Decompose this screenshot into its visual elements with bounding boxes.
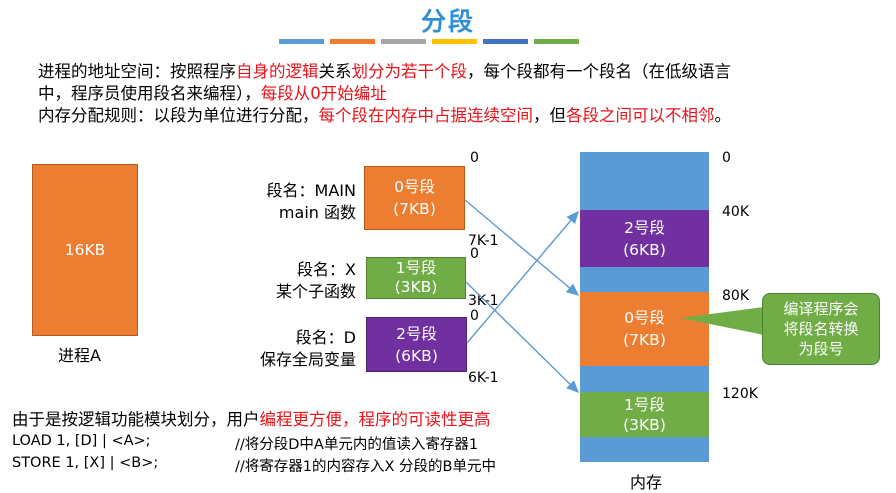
intro-text: ，每个段都有一个段名（在低级语言 [467,62,731,81]
memory-block-segment-2: 2号段 (6KB) [580,210,709,267]
decor-bar-1 [279,39,324,44]
segment-2-name-line1: 段名：D [295,328,356,347]
segment-0-name-line1: 段名：MAIN [266,181,356,200]
segment-1-box-title: 1号段 [395,259,437,277]
segment-2-name-line2: 保存全局变量 [259,350,356,369]
segment-1-box: 1号段 (3KB) [366,257,466,299]
arrow-segment-2 [466,210,579,344]
code-comment-2: //将寄存器1的内容存入X 分段的B单元中 [235,459,496,475]
intro-highlight: 每段从0开始编址 [260,84,387,103]
segment-1-name-line2: 某个子函数 [275,282,356,301]
memory-block-0-title: 0号段 [624,309,665,327]
memory-block-segment-0: 0号段 (7KB) [580,292,709,366]
callout-bubble: 编译程序会 将段名转换 为段号 [762,293,880,365]
memory-block-2-title: 2号段 [624,218,665,237]
segment-0-name: 段名：MAIN main 函数 [267,180,356,224]
bottom-summary: 由于是按逻辑功能模块划分，用户编程更方便，程序的可读性更高 [12,409,491,431]
callout-line-2: 将段名转换 [783,320,859,338]
process-a-block: 16KB [32,164,138,336]
intro-text: 。 [714,106,732,125]
intro-text: ，但 [533,106,566,125]
decor-bar-5 [483,39,528,44]
bottom-highlight: 编程更方便，程序的可读性更高 [259,410,491,429]
memory-block-1-title: 1号段 [624,395,665,414]
intro-highlight: 自身的逻辑 [236,62,319,81]
memory-address-120k: 120K [722,386,758,402]
segment-0-name-line2: main 函数 [278,203,356,222]
segment-2-start: 0 [470,308,479,324]
decor-bar-6 [534,39,579,44]
segment-2-box: 2号段 (6KB) [366,317,467,372]
segment-0-end: 7K-1 [468,233,499,249]
intro-line-2: 中，程序员使用段名来编程），每段从0开始编址 [38,83,387,105]
arrow-segment-1 [465,281,579,393]
callout-line-1: 编译程序会 [783,300,859,318]
intro-text: 内存分配规则：以段为单位进行分配， [38,106,319,125]
memory-address-0: 0 [722,150,731,166]
segment-1-start: 0 [470,246,479,262]
callout-pointer [680,307,764,335]
segment-0-box-title: 0号段 [394,178,435,196]
bottom-text: 由于是按逻辑功能模块划分，用户 [12,410,260,429]
decor-bar-2 [330,39,375,44]
intro-text: 关系 [318,62,352,81]
intro-highlight: 每个段在内存中占据连续空间 [318,106,534,125]
intro-text: 进程的地址空间：按照程序 [38,62,236,81]
segment-1-name-line1: 段名：X [297,260,356,279]
segment-0-box-size: (7KB) [393,200,436,218]
segment-2-box-title: 2号段 [396,324,437,343]
memory-label: 内存 [630,473,663,492]
intro-text: 中，程序员使用段名来编程）， [38,84,261,103]
arrow-segment-0 [464,199,580,296]
code-comment-1: //将分段D中A单元内的值读入寄存器1 [235,437,479,453]
decor-bar-3 [381,39,426,44]
callout-line-3: 为段号 [798,340,844,358]
memory-block-segment-1: 1号段 (3KB) [580,392,709,437]
intro-highlight: 各段之间可以不相邻 [566,106,715,125]
code-instr-1: LOAD 1, [D] | <A>; [12,433,151,449]
process-label: 进程A [58,346,101,365]
decor-bar-4 [432,39,477,44]
memory-address-40k: 40K [722,204,749,220]
segment-2-end: 6K-1 [468,370,499,386]
intro-line-1: 进程的地址空间：按照程序自身的逻辑关系划分为若干个段，每个段都有一个段名（在低级… [38,61,731,83]
segment-2-box-size: (6KB) [395,346,438,365]
code-instr-2: STORE 1, [X] | <B>; [12,455,159,471]
page-title: 分段 [420,7,475,36]
segment-0-start: 0 [470,150,479,166]
process-size: 16KB [64,241,106,259]
memory-address-80k: 80K [722,288,749,304]
memory-block-0-size: (7KB) [623,331,666,349]
memory-block-1-size: (3KB) [623,415,666,434]
intro-line-3: 内存分配规则：以段为单位进行分配，每个段在内存中占据连续空间，但各段之间可以不相… [38,105,731,127]
segment-1-end: 3K-1 [468,293,499,309]
memory-block-2-size: (6KB) [623,240,666,259]
segment-2-name: 段名：D 保存全局变量 [260,327,356,371]
intro-highlight: 划分为若干个段 [351,62,468,81]
segment-1-box-size: (3KB) [394,278,438,296]
segment-1-name: 段名：X 某个子函数 [276,259,356,303]
segment-0-box: 0号段 (7KB) [364,166,465,230]
